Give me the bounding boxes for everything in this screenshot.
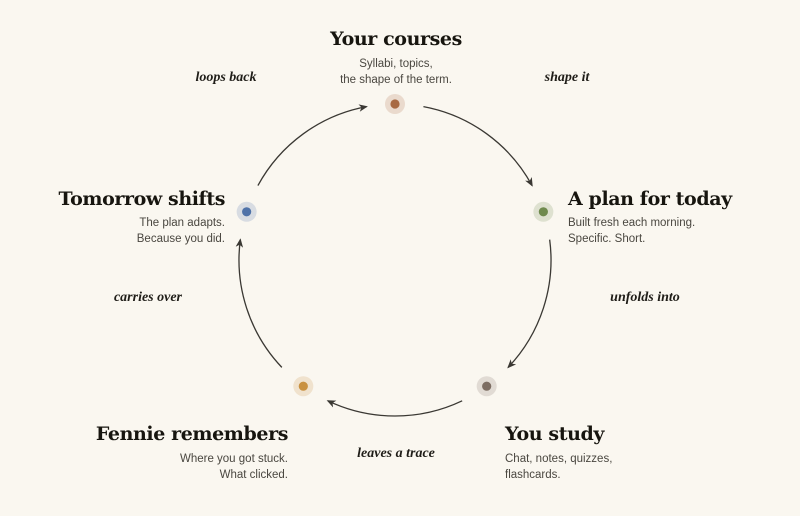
node-dot-tomorrow-shifts: [236, 201, 257, 222]
node-desc-line: Chat, notes, quizzes,: [505, 453, 613, 465]
node-desc-line: What clicked.: [219, 469, 288, 481]
cycle-arcs: [235, 104, 552, 417]
node-title-plan-for-today: A plan for today: [568, 188, 732, 210]
cycle-arrow-unfolds-into: [507, 239, 552, 369]
node-desc-line: flashcards.: [505, 469, 561, 481]
edge-label-leaves-a-trace: leaves a trace: [357, 446, 435, 461]
node-dot-fennie-remembers: [293, 376, 314, 397]
node-desc-tomorrow-shifts: The plan adapts. Because you did.: [25, 215, 225, 247]
edge-label-unfolds-into: unfolds into: [610, 290, 680, 305]
node-desc-line: Syllabi, topics,: [359, 58, 433, 70]
node-desc-line: the shape of the term.: [340, 74, 452, 86]
node-desc-line: Built fresh each morning.: [568, 217, 696, 229]
node-dot-core: [298, 381, 308, 391]
cycle-arrow-leaves-a-trace: [326, 400, 463, 417]
cycle-nodes: [236, 94, 554, 397]
node-desc-plan-for-today: Built fresh each morning. Specific. Shor…: [568, 215, 695, 247]
node-desc-line: Because you did.: [136, 233, 225, 245]
node-dot-your-courses: [385, 94, 405, 114]
node-title-your-courses: Your courses: [330, 28, 462, 50]
node-desc-line: The plan adapts.: [139, 217, 225, 229]
node-dot-core: [242, 207, 252, 217]
node-desc-line: Specific. Short.: [568, 233, 646, 245]
node-desc-your-courses: Syllabi, topics, the shape of the term.: [296, 56, 496, 88]
cycle-arrow-carries-over: [235, 238, 283, 368]
cycle-arrow-shape-it: [423, 105, 533, 187]
edge-label-carries-over: carries over: [113, 290, 183, 305]
node-desc-fennie-remembers: Where you got stuck. What clicked.: [88, 451, 288, 483]
edge-label-shape-it: shape it: [544, 70, 590, 85]
node-title-tomorrow-shifts: Tomorrow shifts: [58, 188, 226, 210]
node-dot-core: [390, 99, 400, 109]
node-desc-you-study: Chat, notes, quizzes, flashcards.: [505, 451, 612, 483]
node-dot-plan-for-today: [533, 201, 554, 222]
node-title-fennie-remembers: Fennie remembers: [95, 423, 289, 445]
node-dot-core: [482, 381, 492, 391]
cycle-arrow-loops-back: [257, 104, 368, 186]
node-dot-core: [538, 207, 548, 217]
node-desc-line: Where you got stuck.: [179, 453, 288, 465]
node-title-you-study: You study: [505, 423, 605, 445]
edge-label-loops-back: loops back: [195, 70, 257, 85]
node-dot-you-study: [476, 376, 497, 397]
